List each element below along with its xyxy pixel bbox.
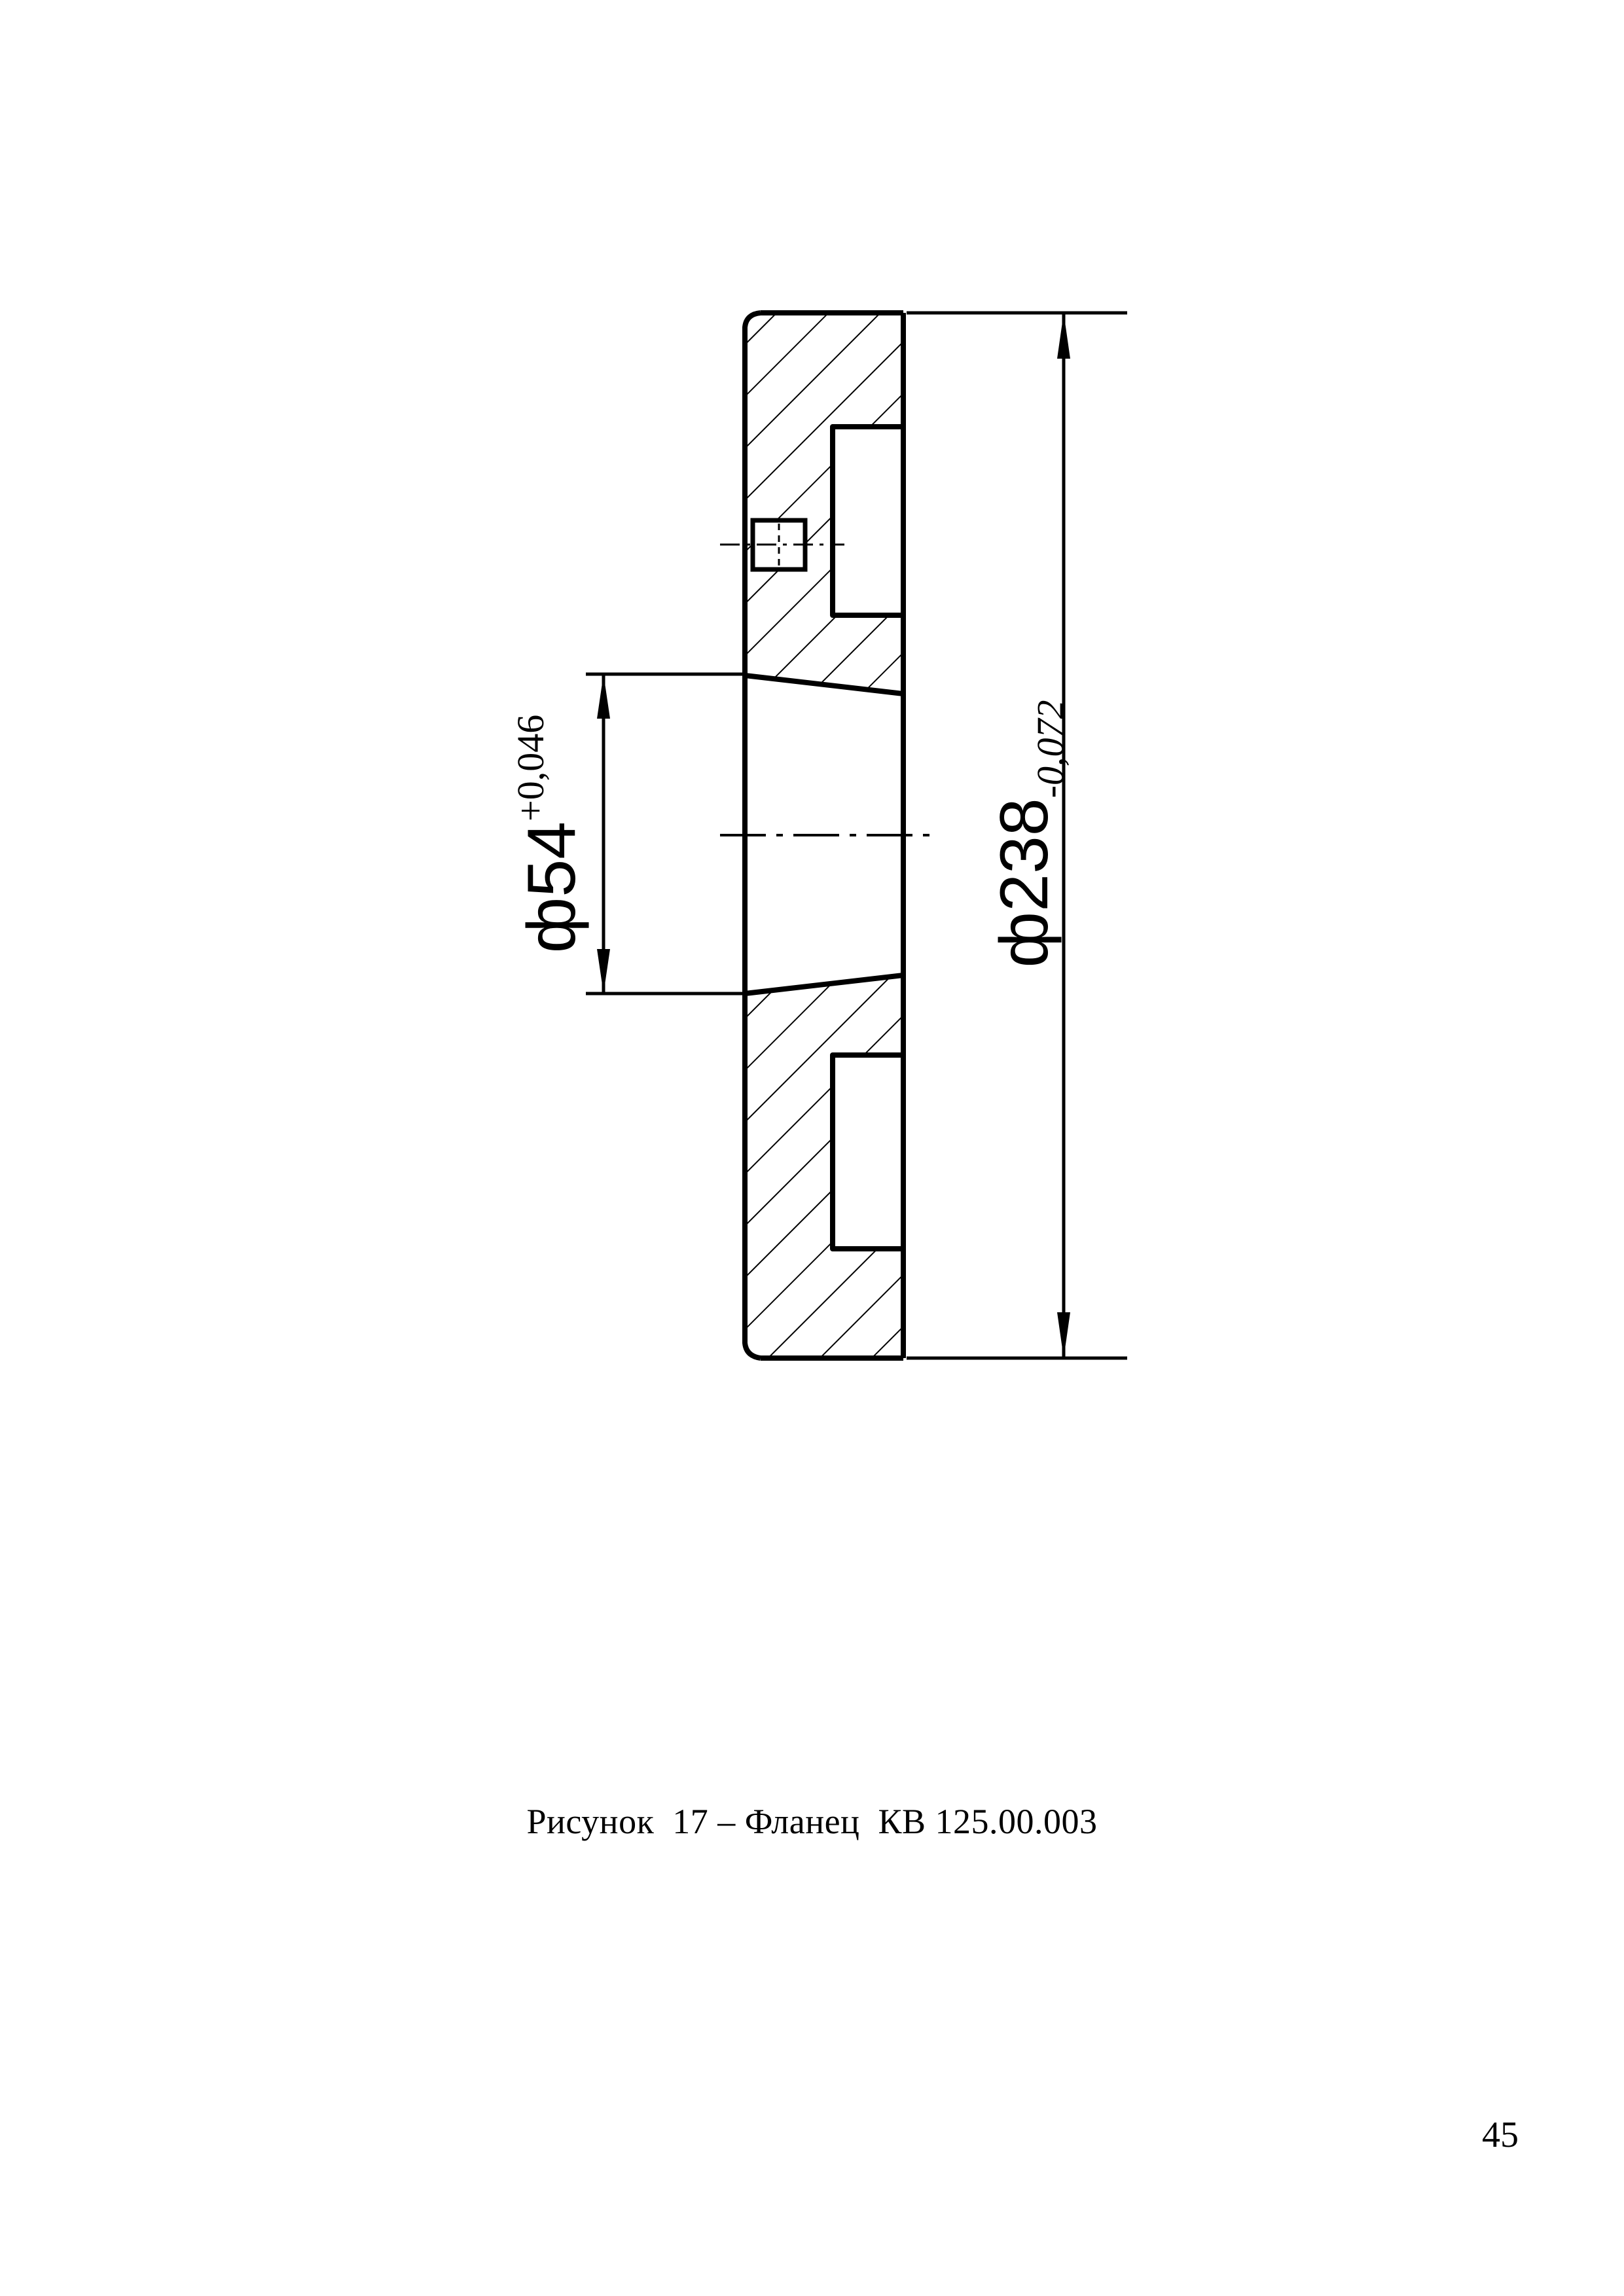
page-number: 45 (1482, 2115, 1519, 2155)
inner-diameter-tolerance: +0,046 (509, 715, 552, 821)
outer-diameter-label: ф238-0,072 (986, 700, 1072, 968)
small-bore-axis (720, 524, 844, 567)
inner-diameter-symbol: ф (514, 897, 590, 954)
lower-hatched-section (745, 975, 901, 1358)
figure-caption: Рисунок 17 – Фланец КВ 125.00.003 (526, 1802, 1098, 1841)
outer-diameter-symbol: ф (986, 912, 1062, 968)
inner-diameter-value: 54 (514, 821, 590, 897)
svg-text:ф54+0,046: ф54+0,046 (509, 715, 590, 953)
inner-diameter-dimension (586, 672, 743, 996)
outer-diameter-dimension (907, 311, 1127, 1360)
outer-diameter-tolerance: -0,072 (1029, 700, 1072, 798)
outer-diameter-value: 238 (986, 798, 1062, 912)
inner-diameter-label: ф54+0,046 (509, 715, 590, 953)
upper-hatched-section (745, 313, 901, 694)
svg-text:ф238-0,072: ф238-0,072 (986, 700, 1072, 968)
